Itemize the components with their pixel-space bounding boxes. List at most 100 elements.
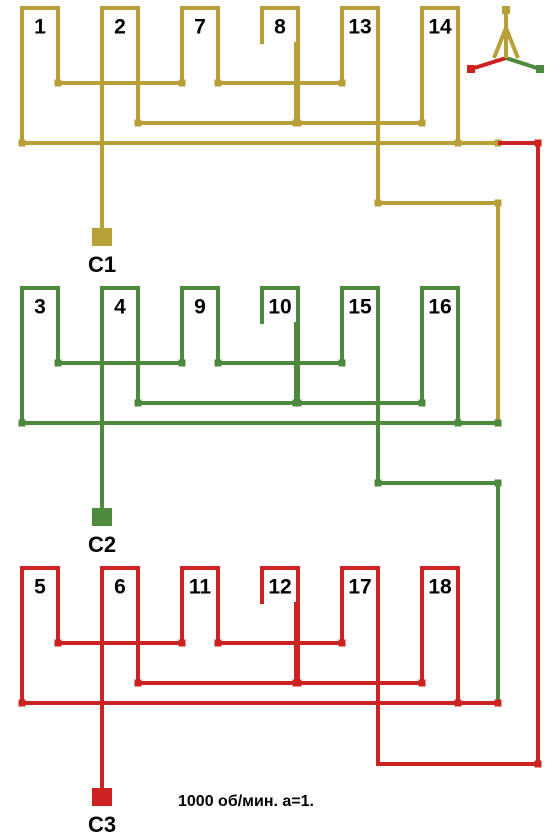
phase-wiring-3 xyxy=(18,139,542,788)
neutral-bus xyxy=(20,604,498,705)
coil-box xyxy=(20,286,60,324)
junction-dot xyxy=(178,359,186,367)
coil-number: 3 xyxy=(34,296,46,319)
coil-box xyxy=(340,6,380,44)
coil-box xyxy=(420,566,460,604)
junction-dot xyxy=(214,79,222,87)
neutral-bus xyxy=(20,44,498,145)
terminal-block xyxy=(92,228,112,246)
wye-terminal xyxy=(502,6,510,14)
coil-number: 17 xyxy=(348,576,371,599)
junction-dot xyxy=(178,639,186,647)
coil-number: 14 xyxy=(428,16,452,39)
coil-number: 7 xyxy=(194,16,206,39)
coil-box xyxy=(420,286,460,324)
junction-dot xyxy=(338,79,346,87)
junction-dot xyxy=(134,119,142,127)
phase-wiring-2 xyxy=(18,322,502,703)
junction-dot xyxy=(292,119,300,127)
speed-caption: 1000 об/мин. a=1. xyxy=(178,793,314,810)
coil-number: 4 xyxy=(114,296,126,319)
coil-box xyxy=(180,286,220,324)
coil-link xyxy=(216,324,344,365)
coil-link xyxy=(56,604,184,645)
junction-dot xyxy=(134,679,142,687)
coil-number: 9 xyxy=(194,296,206,319)
coil-link xyxy=(294,44,424,125)
junction-dot xyxy=(374,199,382,207)
wye-terminal xyxy=(536,65,544,73)
coil-link xyxy=(56,44,184,85)
coil-number: 15 xyxy=(348,296,372,319)
junction-dot xyxy=(214,359,222,367)
coil-number: 13 xyxy=(348,16,371,39)
junction-dot xyxy=(18,419,26,427)
neutral-bus xyxy=(20,324,498,425)
junction-dot xyxy=(454,699,462,707)
coil-box xyxy=(260,6,300,44)
junction-dot xyxy=(494,419,502,427)
junction-dot xyxy=(54,359,62,367)
coil-box xyxy=(100,566,140,604)
coil-number: 8 xyxy=(274,16,286,39)
junction-dot xyxy=(534,760,542,768)
junction-dot xyxy=(454,419,462,427)
terminal-block xyxy=(92,788,112,806)
coil-box xyxy=(180,6,220,44)
coil-link xyxy=(216,44,344,85)
coil-box xyxy=(420,6,460,44)
coil-box xyxy=(100,286,140,324)
wye-branch xyxy=(470,56,507,71)
coil-box xyxy=(100,6,140,44)
junction-dot xyxy=(418,399,426,407)
junction-dot xyxy=(338,359,346,367)
phase-wiring-1 xyxy=(18,42,502,423)
coil-box xyxy=(260,286,300,324)
junction-dot xyxy=(418,679,426,687)
coil-number: 5 xyxy=(34,576,46,599)
coil-number: 16 xyxy=(428,296,451,319)
coil-number: 18 xyxy=(428,576,452,599)
junction-dot xyxy=(178,79,186,87)
junction-dot xyxy=(18,139,26,147)
star-connection-icon xyxy=(467,6,544,73)
junction-dot xyxy=(214,639,222,647)
coil-number: 6 xyxy=(114,576,126,599)
coil-box xyxy=(260,566,300,604)
junction-dot xyxy=(134,399,142,407)
wye-frame xyxy=(492,22,520,59)
terminal-label: C2 xyxy=(88,532,116,557)
coil-box xyxy=(340,286,380,324)
coil-box xyxy=(180,566,220,604)
wye-terminal xyxy=(467,65,475,73)
coil-box xyxy=(340,566,380,604)
terminal-label: C3 xyxy=(88,812,116,837)
terminal-label: C1 xyxy=(88,252,116,277)
junction-dot xyxy=(18,699,26,707)
junction-dot xyxy=(418,119,426,127)
coil-link xyxy=(216,604,344,645)
junction-dot xyxy=(54,639,62,647)
coil-number: 11 xyxy=(189,576,212,599)
junction-dot xyxy=(454,139,462,147)
junction-dot xyxy=(494,699,502,707)
coil-box xyxy=(20,6,60,44)
coil-number: 10 xyxy=(268,296,291,319)
connection-wires xyxy=(18,42,542,788)
coil-link xyxy=(56,324,184,365)
coil-link xyxy=(294,604,424,685)
coil-number: 12 xyxy=(268,576,291,599)
coil-link xyxy=(294,324,424,405)
terminal-block xyxy=(92,508,112,526)
junction-dot xyxy=(534,139,542,147)
coil-number: 2 xyxy=(114,16,126,39)
junction-dot xyxy=(338,639,346,647)
junction-dot xyxy=(292,399,300,407)
junction-dot xyxy=(374,479,382,487)
junction-dot xyxy=(292,679,300,687)
